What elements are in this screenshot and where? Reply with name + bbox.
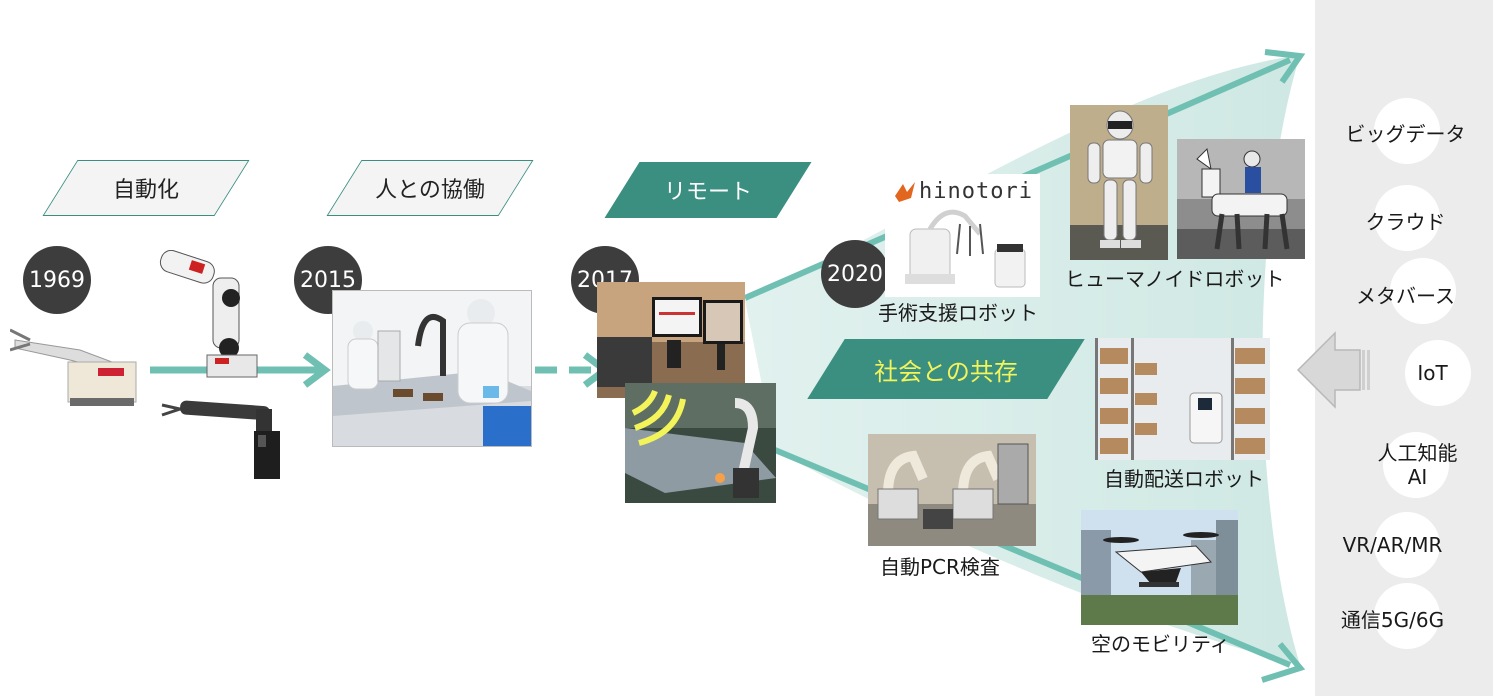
tech-metaverse: メタバース bbox=[1318, 280, 1493, 309]
air-mobility-image bbox=[1081, 510, 1238, 625]
tech-ai: AI bbox=[1330, 465, 1493, 489]
tech-vr-ar-mr: VR/AR/MR bbox=[1305, 533, 1480, 557]
remote-monitor-photo bbox=[597, 282, 745, 398]
tech-artificial-intelligence: 人工知能 bbox=[1330, 437, 1493, 466]
label-air-mobility: 空のモビリティ bbox=[1091, 628, 1230, 657]
tech-iot: IoT bbox=[1345, 361, 1493, 385]
robot-industrial-image bbox=[155, 250, 265, 385]
surgical-robot-image: hinotori bbox=[885, 174, 1040, 297]
ridable-robot-image bbox=[1177, 139, 1305, 259]
label-surgical-robot: 手術支援ロボット bbox=[878, 297, 1038, 326]
humanoid-robot-image bbox=[1070, 105, 1168, 260]
tech-5g-6g: 通信5G/6G bbox=[1305, 604, 1480, 633]
collaboration-photo bbox=[332, 290, 532, 447]
label-pcr-test: 自動PCR検査 bbox=[880, 551, 1000, 580]
pcr-robot-image bbox=[868, 434, 1036, 546]
tech-cloud: クラウド bbox=[1318, 206, 1493, 235]
label-humanoid-robot: ヒューマノイドロボット bbox=[1065, 263, 1284, 292]
phase-collaboration: 人との協働 bbox=[344, 160, 516, 216]
label-delivery-robot: 自動配送ロボット bbox=[1104, 463, 1264, 492]
phase-coexistence: 社会との共存 bbox=[826, 339, 1066, 399]
phase-remote: リモート bbox=[622, 162, 794, 218]
tech-big-data: ビッグデータ bbox=[1318, 118, 1493, 147]
phase-automation: 自動化 bbox=[60, 160, 232, 216]
robot-arm-black-image bbox=[160, 395, 285, 485]
remote-welding-photo bbox=[625, 383, 776, 503]
hinotori-logo: hinotori bbox=[919, 179, 1033, 204]
robot-1969-image bbox=[10, 310, 145, 410]
year-1969: 1969 bbox=[23, 246, 91, 314]
delivery-robot-image bbox=[1095, 338, 1270, 460]
